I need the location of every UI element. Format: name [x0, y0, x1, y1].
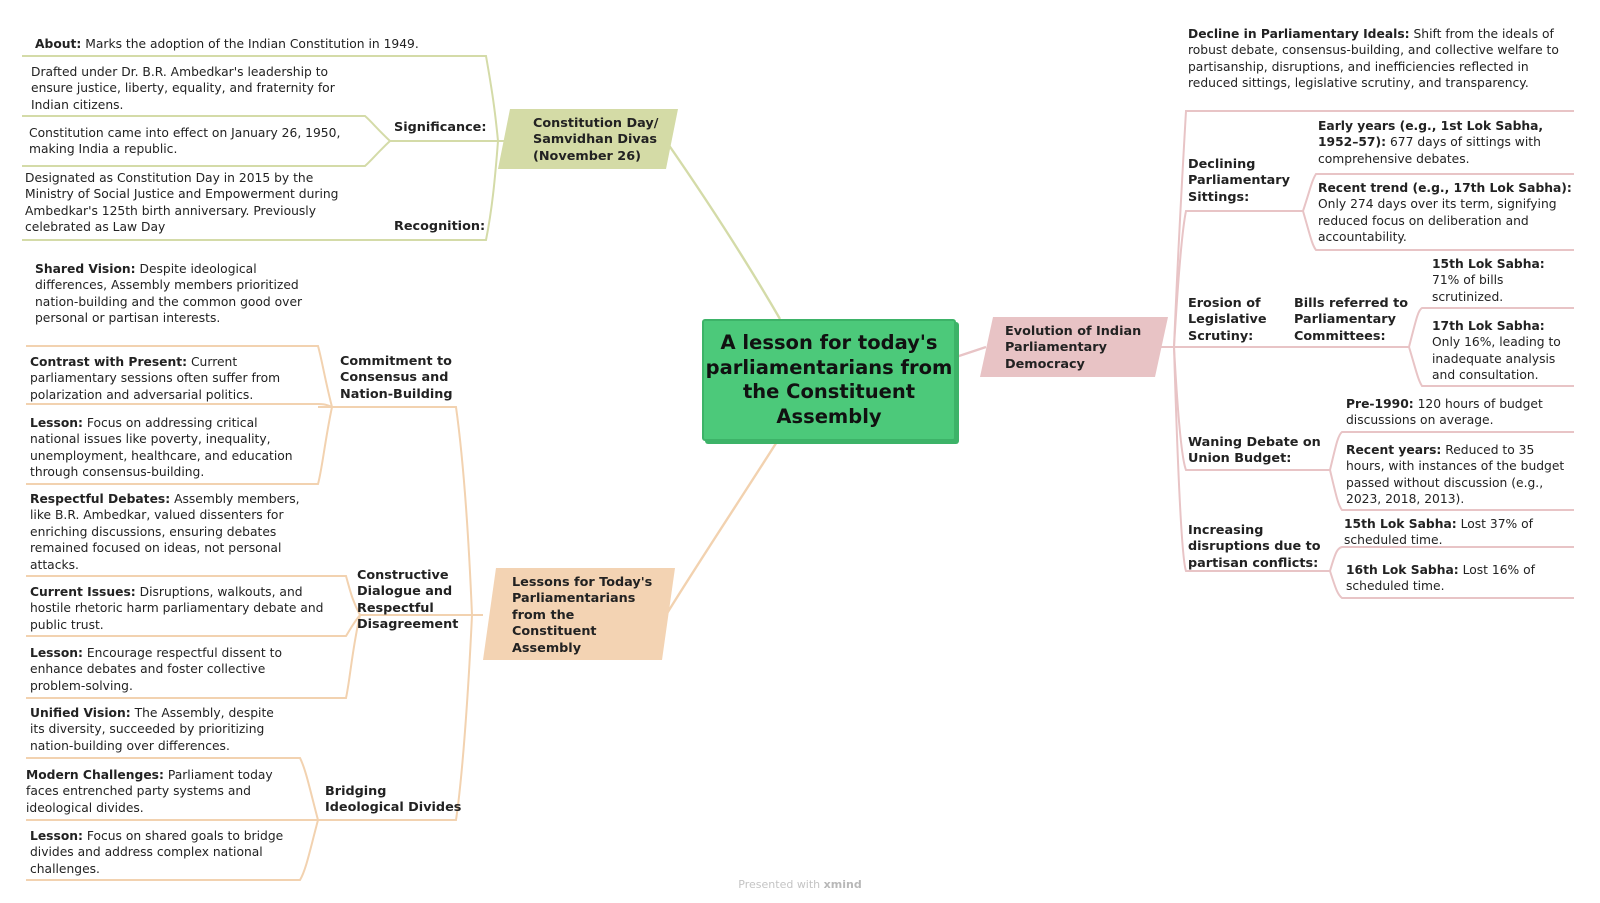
dialogue-item-1-bold: Current Issues:	[30, 585, 136, 599]
significance-node-1[interactable]: Drafted under Dr. B.R. Ambedkar's leader…	[31, 65, 335, 112]
disruptions-16th[interactable]: 16th Lok Sabha: Lost 16% of scheduled ti…	[1346, 562, 1556, 595]
topic-evolution[interactable]: Evolution of Indian Parliamentary Democr…	[1005, 324, 1142, 372]
significance-label[interactable]: Significance:	[394, 120, 487, 135]
disruptions-15th-text: Lost 37% of scheduled time.	[1344, 517, 1534, 548]
topic-constitution-day[interactable]: Constitution Day/ Samvidhan Divas (Novem…	[533, 116, 659, 164]
sittings-recent-text: Only 274 days over its term, signifying …	[1318, 197, 1557, 245]
sittings-recent-bold: Recent trend (e.g., 17th Lok Sabha):	[1318, 181, 1572, 195]
about-text: Marks the adoption of the Indian Constit…	[85, 37, 419, 51]
bridging-item-modern-challenges[interactable]: Modern Challenges: Parliament today face…	[26, 767, 291, 816]
consensus-label[interactable]: Commitment to Consensus and Nation-Build…	[340, 354, 453, 402]
decline-node[interactable]: Decline in Parliamentary Ideals: Shift f…	[1188, 26, 1573, 92]
consensus-item-shared-vision[interactable]: Shared Vision: Despite ideological diffe…	[35, 261, 315, 327]
disruptions-15th[interactable]: 15th Lok Sabha: Lost 37% of scheduled ti…	[1344, 516, 1554, 549]
scrutiny-17th-text: Only 16%, leading to inadequate analysis…	[1432, 335, 1561, 383]
budget-label[interactable]: Waning Debate on Union Budget:	[1188, 435, 1321, 467]
dialogue-item-respectful-debates[interactable]: Respectful Debates: Assembly members, li…	[30, 491, 320, 573]
budget-pre-text: 120 hours of budget discussions on avera…	[1346, 397, 1543, 428]
sittings-recent[interactable]: Recent trend (e.g., 17th Lok Sabha): Onl…	[1318, 180, 1578, 246]
consensus-item-1-bold: Contrast with Present:	[30, 355, 188, 369]
scrutiny-17th[interactable]: 17th Lok Sabha: Only 16%, leading to ina…	[1432, 318, 1572, 384]
dialogue-item-0-bold: Respectful Debates:	[30, 492, 171, 506]
bridging-item-0-bold: Unified Vision:	[30, 706, 131, 720]
dialogue-item-lesson[interactable]: Lesson: Encourage respectful dissent to …	[30, 645, 310, 694]
scrutiny-label[interactable]: Erosion of Legislative Scrutiny:	[1188, 296, 1267, 344]
disruptions-15th-bold: 15th Lok Sabha:	[1344, 517, 1457, 531]
recognition-node[interactable]: Designated as Constitution Day in 2015 b…	[25, 171, 339, 235]
consensus-item-0-bold: Shared Vision:	[35, 262, 136, 276]
dialogue-item-2-text: Encourage respectful dissent to enhance …	[30, 646, 282, 693]
sittings-early-text: 677 days of sittings with comprehensive …	[1318, 135, 1541, 166]
dialogue-item-0-text: Assembly members, like B.R. Ambedkar, va…	[30, 492, 300, 572]
budget-pre-1990[interactable]: Pre-1990: 120 hours of budget discussion…	[1346, 396, 1566, 429]
bridging-item-unified-vision[interactable]: Unified Vision: The Assembly, despite it…	[30, 705, 290, 754]
footer-credit: Presented with xmind	[0, 878, 1600, 891]
scrutiny-17th-bold: 17th Lok Sabha:	[1432, 319, 1545, 333]
about-label: About:	[35, 37, 82, 51]
bridging-item-1-bold: Modern Challenges:	[26, 768, 164, 782]
bridging-item-0-text: The Assembly, despite its diversity, suc…	[30, 706, 274, 753]
recognition-label[interactable]: Recognition:	[394, 219, 486, 234]
about-node[interactable]: About: Marks the adoption of the Indian …	[35, 36, 475, 52]
bridging-item-lesson[interactable]: Lesson: Focus on shared goals to bridge …	[30, 828, 290, 877]
disruptions-16th-text: Lost 16% of scheduled time.	[1346, 563, 1536, 594]
footer-prefix: Presented with	[738, 878, 821, 891]
consensus-item-2-bold: Lesson:	[30, 416, 83, 430]
sittings-early-bold: Early years (e.g., 1st Lok Sabha, 1952–5…	[1318, 119, 1544, 150]
consensus-item-contrast[interactable]: Contrast with Present: Current parliamen…	[30, 354, 320, 403]
disruptions-16th-bold: 16th Lok Sabha:	[1346, 563, 1459, 577]
sittings-label[interactable]: Declining Parliamentary Sittings:	[1188, 157, 1290, 205]
scrutiny-15th[interactable]: 15th Lok Sabha: 71% of bills scrutinized…	[1432, 256, 1562, 305]
dialogue-label[interactable]: Constructive Dialogue and Respectful Dis…	[357, 568, 459, 633]
consensus-item-1-text: Current parliamentary sessions often suf…	[30, 355, 281, 402]
dialogue-item-1-text: Disruptions, walkouts, and hostile rheto…	[30, 585, 324, 632]
decline-bold: Decline in Parliamentary Ideals:	[1188, 27, 1410, 41]
scrutiny-15th-text: 71% of bills scrutinized.	[1432, 273, 1504, 304]
budget-pre-bold: Pre-1990:	[1346, 397, 1414, 411]
budget-recent-bold: Recent years:	[1346, 443, 1442, 457]
bridging-label[interactable]: Bridging Ideological Divides	[325, 784, 462, 816]
scrutiny-sub-label[interactable]: Bills referred to Parliamentary Committe…	[1294, 296, 1409, 344]
budget-recent-text: Reduced to 35 hours, with instances of t…	[1346, 443, 1565, 507]
xmind-logo: xmind	[823, 878, 862, 891]
dialogue-item-current-issues[interactable]: Current Issues: Disruptions, walkouts, a…	[30, 584, 325, 633]
dialogue-item-2-bold: Lesson:	[30, 646, 83, 660]
consensus-item-2-text: Focus on addressing critical national is…	[30, 416, 293, 480]
sittings-early[interactable]: Early years (e.g., 1st Lok Sabha, 1952–5…	[1318, 118, 1576, 167]
consensus-item-0-text: Despite ideological differences, Assembl…	[35, 262, 303, 326]
decline-text: Shift from the ideals of robust debate, …	[1188, 27, 1559, 91]
topic-lessons[interactable]: Lessons for Today's Parliamentarians fro…	[512, 575, 653, 656]
significance-node-2[interactable]: Constitution came into effect on January…	[29, 126, 341, 157]
consensus-item-lesson[interactable]: Lesson: Focus on addressing critical nat…	[30, 415, 300, 481]
bridging-item-2-text: Focus on shared goals to bridge divides …	[30, 829, 284, 876]
bridging-item-1-text: Parliament today faces entrenched party …	[26, 768, 273, 815]
disruptions-label[interactable]: Increasing disruptions due to partisan c…	[1188, 523, 1321, 571]
budget-recent[interactable]: Recent years: Reduced to 35 hours, with …	[1346, 442, 1576, 508]
bridging-item-2-bold: Lesson:	[30, 829, 83, 843]
scrutiny-15th-bold: 15th Lok Sabha:	[1432, 257, 1545, 271]
central-topic[interactable]: A lesson for today's parliamentarians fr…	[702, 319, 956, 441]
